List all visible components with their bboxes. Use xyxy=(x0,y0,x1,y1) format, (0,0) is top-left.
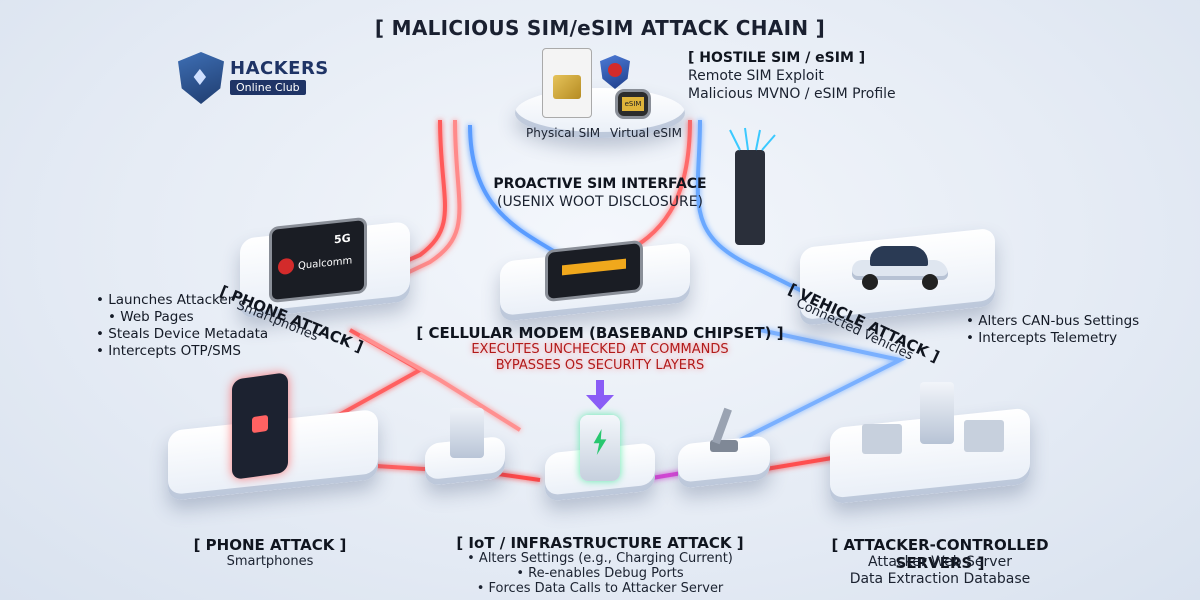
modem-line-2: BYPASSES OS SECURITY LAYERS xyxy=(495,358,705,373)
modem-line-1: EXECUTES UNCHECKED AT COMMANDS xyxy=(471,342,729,357)
hostile-line-1: Remote SIM Exploit xyxy=(688,68,824,84)
iot-bullet: • Re-enables Debug Ports xyxy=(516,566,684,581)
ev-charger-icon xyxy=(580,415,620,481)
modem-heading: [ CELLULAR MODEM (BASEBAND CHIPSET) ] xyxy=(416,324,784,342)
down-arrow-icon xyxy=(586,380,614,410)
phone-bullet: Launches Attacker xyxy=(96,292,268,309)
iot-bullet: • Alters Settings (e.g., Charging Curren… xyxy=(467,551,733,566)
servers-line-2: Data Extraction Database xyxy=(849,571,1031,587)
hostile-heading: [ HOSTILE SIM / eSIM ] xyxy=(688,50,866,66)
logo-sub: Online Club xyxy=(230,80,306,95)
phone-bullet-cont-text: Web Pages xyxy=(120,309,194,325)
esim-chip-icon: eSIM xyxy=(618,92,648,116)
logo-name: HACKERS xyxy=(230,58,329,79)
factory-icon xyxy=(862,424,902,454)
dragon-shield-icon: ♦ xyxy=(178,52,224,104)
iot-heading: [ IoT / INFRASTRUCTURE ATTACK ] xyxy=(456,534,744,552)
machine-icon xyxy=(964,420,1004,452)
server-icon xyxy=(450,408,484,458)
lock-icon xyxy=(252,414,268,434)
fiber-bundle-icon xyxy=(729,127,776,245)
page-title: [ MALICIOUS SIM/eSIM ATTACK CHAIN ] xyxy=(374,16,826,40)
robot-arm-icon xyxy=(700,400,748,456)
qualcomm-chip-icon: Qualcomm 5G xyxy=(272,220,364,300)
phone-bullet-cont: Web Pages xyxy=(96,309,268,326)
vehicle-bullet: Intercepts Telemetry xyxy=(966,330,1139,347)
baseband-chip-icon xyxy=(548,243,640,299)
proactive-line-2: (USENIX WOOT DISCLOSURE) xyxy=(496,194,704,210)
servers-heading: [ ATTACKER-CONTROLLED SERVERS ] xyxy=(831,536,1049,572)
logo: ♦ HACKERS Online Club xyxy=(178,52,328,108)
vehicle-bullets: Alters CAN-bus Settings Intercepts Telem… xyxy=(966,313,1139,347)
phone-bullet: Intercepts OTP/SMS xyxy=(96,343,268,360)
iot-bullet-text: Re-enables Debug Ports xyxy=(528,566,684,581)
vehicle-bullet: Alters CAN-bus Settings xyxy=(966,313,1139,330)
chip-brand: Qualcomm xyxy=(298,255,353,273)
car-icon xyxy=(852,244,948,290)
iot-bullet: • Forces Data Calls to Attacker Server xyxy=(476,581,724,596)
iot-bullet-text: Forces Data Calls to Attacker Server xyxy=(488,581,724,596)
phone-attack-sub-bottom: Smartphones xyxy=(226,554,314,569)
sim-card-icon xyxy=(542,48,592,118)
phone-top-bullets: Launches Attacker Web Pages Steals Devic… xyxy=(96,292,268,360)
chip-badge: 5G xyxy=(334,231,351,247)
physical-sim-label: Physical SIM xyxy=(526,126,601,140)
virtual-esim-label: Virtual eSIM xyxy=(610,126,682,140)
server-rack-icon xyxy=(920,382,954,444)
hostile-line-2: Malicious MVNO / eSIM Profile xyxy=(688,86,896,102)
smartphone-icon xyxy=(232,372,288,480)
red-wire xyxy=(339,119,447,292)
iot-bullet-text: Alters Settings (e.g., Charging Current) xyxy=(478,551,733,566)
servers-line-1: Attacker Web Server xyxy=(868,554,1012,570)
proactive-line-1: PROACTIVE SIM INTERFACE xyxy=(493,176,707,192)
phone-bullet: Steals Device Metadata xyxy=(96,326,268,343)
esim-chip-label: eSIM xyxy=(622,97,644,111)
phone-attack-heading-bottom: [ PHONE ATTACK ] xyxy=(193,536,347,554)
